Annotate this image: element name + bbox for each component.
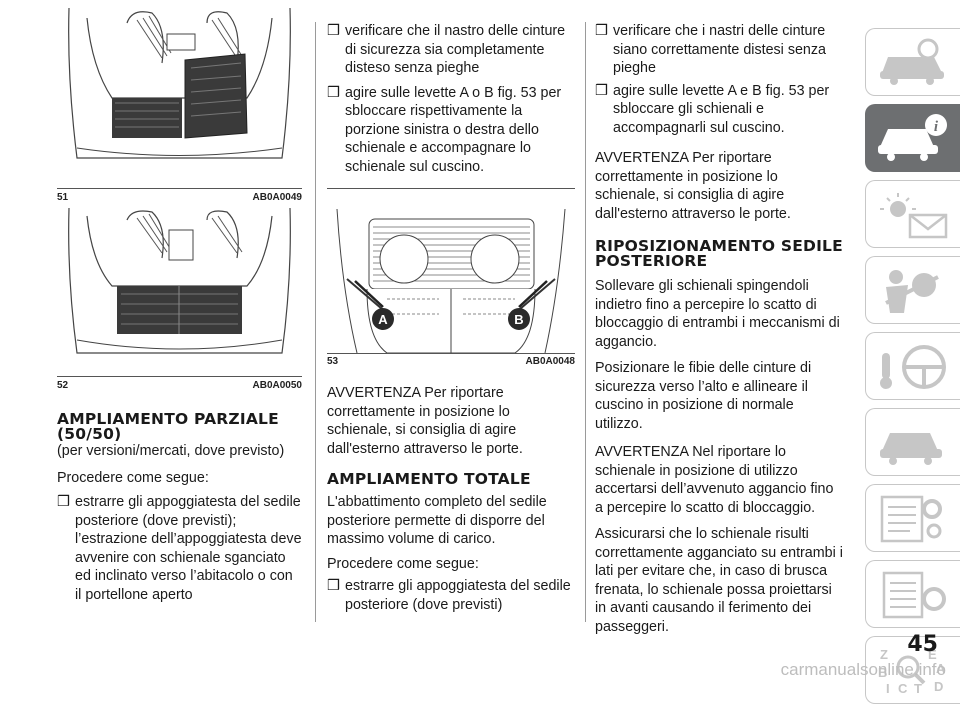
svg-text:T: T xyxy=(914,681,922,696)
car-dashboard-icon xyxy=(880,38,944,85)
procedure-intro: Procedere come segue: xyxy=(57,469,209,486)
steering-starting-icon xyxy=(880,345,946,389)
figure-53-caption: 53 AB0A0048 xyxy=(327,356,575,367)
svg-text:B: B xyxy=(878,665,887,680)
figure-code: AB0A0049 xyxy=(252,192,302,203)
rear-seat-illustration-fig53: A B xyxy=(336,208,566,353)
svg-text:Z: Z xyxy=(880,647,888,662)
bullet-item: ❒ verificare che il nastro delle cinture … xyxy=(327,22,575,78)
figure-code: AB0A0050 xyxy=(252,380,302,391)
column-2-top-text: ❒ verificare che il nastro delle cinture … xyxy=(327,22,575,176)
trunk-illustration-fig52 xyxy=(68,208,291,354)
section-heading-partial: AMPLIAMENTO PARZIALE (50/50) xyxy=(57,410,279,443)
tab-starting[interactable] xyxy=(865,332,960,400)
tab-emergency[interactable] xyxy=(865,408,960,476)
warning-text: AVVERTENZA Per riportare correttamente i… xyxy=(595,150,791,222)
svg-text:E: E xyxy=(928,647,937,662)
tab-warning-lights[interactable] xyxy=(865,180,960,248)
bullet-item: ❒ estrarre gli appoggiatesta del sedile p… xyxy=(57,493,302,604)
warning-text: AVVERTENZA Nel riportare lo schienale in… xyxy=(595,444,834,516)
paragraph: L'abbattimento completo del sedile poste… xyxy=(327,494,547,547)
bullet-item: ❒ estrarre gli appoggiatesta del sedile p… xyxy=(327,577,575,614)
bullet-text: estrarre gli appoggiatesta del sedile po… xyxy=(345,578,571,613)
checkbox-bullet-icon: ❒ xyxy=(327,84,340,101)
svg-text:A: A xyxy=(936,661,946,676)
bullet-text: verificare che i nastri delle cinture si… xyxy=(613,23,826,76)
checkbox-bullet-icon: ❒ xyxy=(327,23,340,39)
svg-text:I: I xyxy=(886,681,890,696)
paragraph: Assicurarsi che lo schienale risulti cor… xyxy=(595,526,843,635)
figure-number: 51 xyxy=(57,192,69,203)
figure-53: A B xyxy=(327,188,575,354)
column-divider xyxy=(315,22,316,622)
paragraph: Posizionare le fibie delle cinture di si… xyxy=(595,360,812,432)
bullet-text: agire sulle levette A o B fig. 53 per sb… xyxy=(345,84,562,175)
lever-a-label: A xyxy=(378,312,388,327)
svg-text:D: D xyxy=(934,679,943,694)
bullet-item: ❒ verificare che i nastri delle cinture s… xyxy=(595,22,845,78)
tab-dashboard[interactable] xyxy=(865,28,960,96)
column-1-text: AMPLIAMENTO PARZIALE (50/50) (per versio… xyxy=(57,410,302,604)
warning-text: AVVERTENZA Per riportare correttamente i… xyxy=(327,385,523,457)
figure-code: AB0A0048 xyxy=(525,356,575,367)
figure-51 xyxy=(57,8,302,189)
column-divider xyxy=(585,22,586,622)
checkbox-bullet-icon: ❒ xyxy=(595,82,608,99)
tab-technical-data[interactable] xyxy=(865,560,960,628)
technical-data-icon xyxy=(882,571,946,619)
section-heading-reposition: RIPOSIZIONAMENTO SEDILE POSTERIORE xyxy=(595,237,843,270)
column-3-text: ❒ verificare che i nastri delle cinture s… xyxy=(595,22,845,636)
section-subheading: (per versioni/mercati, dove previsto) xyxy=(57,443,285,459)
car-info-icon: i xyxy=(878,114,947,161)
trunk-illustration-fig51 xyxy=(68,8,291,159)
airbag-safety-icon xyxy=(885,270,939,313)
svg-text:i: i xyxy=(934,119,939,135)
section-heading-total: AMPLIAMENTO TOTALE xyxy=(327,470,531,488)
car-emergency-icon xyxy=(880,433,942,465)
checkbox-bullet-icon: ❒ xyxy=(595,23,608,39)
warning-lights-message-icon xyxy=(880,193,948,239)
bullet-text: agire sulle levette A e B fig. 53 per sb… xyxy=(613,82,830,136)
figure-52 xyxy=(57,208,302,377)
checkbox-bullet-icon: ❒ xyxy=(57,494,70,510)
figure-51-caption: 51 AB0A0049 xyxy=(57,192,302,203)
procedure-intro: Procedere come segue: xyxy=(327,555,479,572)
svg-text:C: C xyxy=(898,681,908,696)
bullet-text: estrarre gli appoggiatesta del sedile po… xyxy=(75,494,302,603)
bullet-item: ❒ agire sulle levette A o B fig. 53 per s… xyxy=(327,84,575,177)
bullet-item: ❒ agire sulle levette A e B fig. 53 per s… xyxy=(595,82,845,138)
watermark-text: carmanualsonline.info xyxy=(780,660,946,679)
chapter-tabs-sidebar: i xyxy=(857,28,960,712)
maintenance-settings-icon xyxy=(880,495,942,543)
figure-number: 52 xyxy=(57,380,69,391)
tab-safety[interactable] xyxy=(865,256,960,324)
paragraph: Sollevare gli schienali spingendoli indi… xyxy=(595,278,840,350)
tab-maintenance[interactable] xyxy=(865,484,960,552)
checkbox-bullet-icon: ❒ xyxy=(327,578,340,594)
tab-car-info[interactable]: i xyxy=(865,104,960,172)
figure-52-caption: 52 AB0A0050 xyxy=(57,380,302,391)
bullet-text: verificare che il nastro delle cinture d… xyxy=(345,23,566,76)
figure-number: 53 xyxy=(327,356,339,367)
lever-b-label: B xyxy=(514,312,523,327)
page-number: 45 xyxy=(907,632,938,657)
column-2-bottom-text: AVVERTENZA Per riportare correttamente i… xyxy=(327,384,575,614)
